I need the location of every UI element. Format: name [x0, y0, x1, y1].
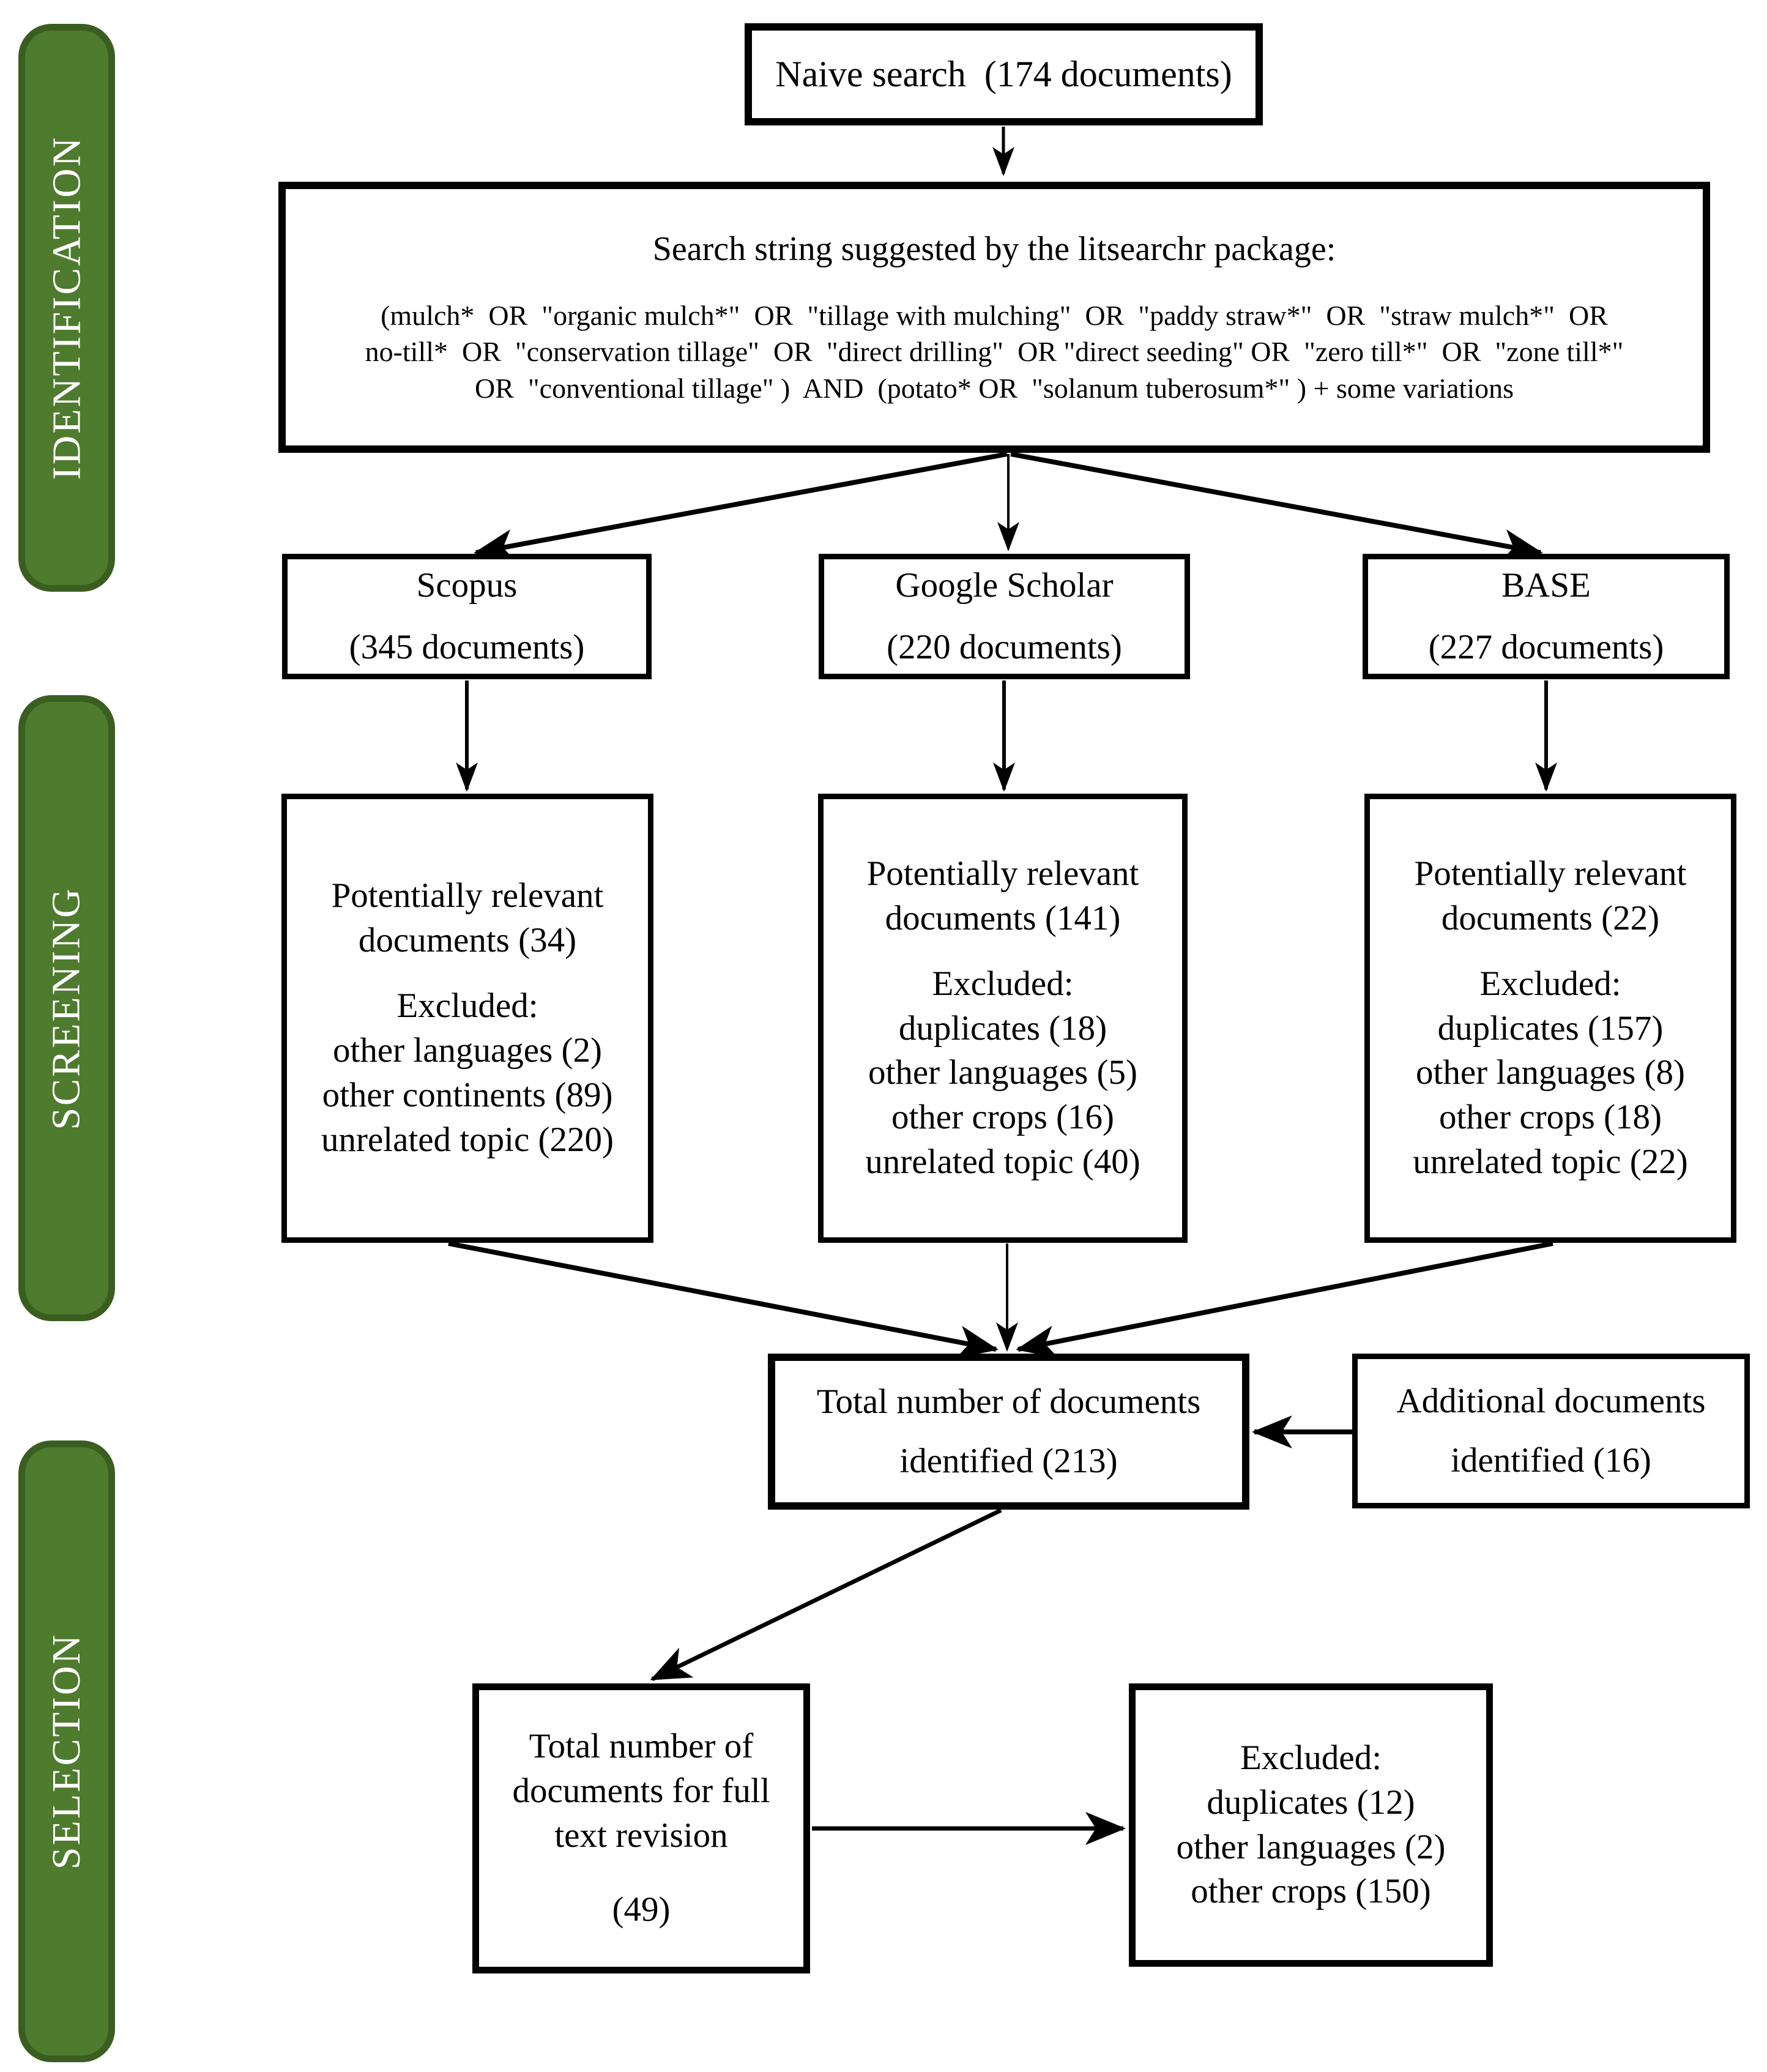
additional-documents-line: identified (16) [1451, 1440, 1651, 1480]
total-identified-line: Total number of documents [816, 1382, 1201, 1421]
excluded-item: other languages (2) [1176, 1827, 1446, 1866]
screening-box-base: Potentially relevant documents (22) Excl… [1364, 794, 1736, 1243]
arrow-base-screen-to-total [1016, 1241, 1553, 1358]
search-query-line: OR "conventional tillage" ) AND (potato*… [474, 373, 1514, 404]
screening-head: Potentially relevant [866, 854, 1139, 893]
screening-box-scopus: Potentially relevant documents (34) Excl… [281, 794, 653, 1243]
excluded-label: Excluded: [1240, 1738, 1382, 1777]
excluded-item: other crops (18) [1438, 1098, 1662, 1137]
excluded-label: Excluded: [396, 986, 538, 1026]
total-identified-box: Total number of documents identified (21… [768, 1354, 1249, 1510]
excluded-label: Excluded: [932, 964, 1074, 1003]
arrow-search-to-scopus [474, 452, 1008, 562]
screening-box-google-scholar: Potentially relevant documents (141) Exc… [818, 794, 1188, 1243]
excluded-item: other crops (16) [891, 1098, 1115, 1137]
stage-label-identification: IDENTIFICATION [44, 135, 89, 480]
excluded-item: unrelated topic (22) [1413, 1142, 1688, 1182]
arrow-search-to-base [1010, 452, 1543, 562]
search-query-line: no-till* OR "conservation tillage" OR "d… [365, 336, 1624, 368]
database-name: Scopus [416, 565, 518, 605]
excluded-item: duplicates (12) [1207, 1783, 1415, 1822]
full-text-revision-line: Total number of [529, 1727, 754, 1766]
arrow-total-to-revision [650, 1508, 1002, 1682]
full-text-revision-line: documents for full [512, 1772, 770, 1811]
database-count: (345 documents) [349, 627, 585, 666]
excluded-item: other languages (5) [868, 1053, 1137, 1092]
excluded-item: other languages (8) [1416, 1053, 1685, 1092]
excluded-item: unrelated topic (40) [865, 1142, 1140, 1182]
screening-head: documents (22) [1441, 898, 1660, 937]
stage-bar-screening: SCREENING [18, 695, 115, 1321]
database-count: (220 documents) [887, 627, 1122, 666]
additional-documents-line: Additional documents [1396, 1381, 1706, 1420]
screening-head: Potentially relevant [331, 876, 604, 915]
search-string-box: Search string suggested by the litsearch… [278, 182, 1710, 453]
excluded-item: other continents (89) [322, 1075, 613, 1114]
search-query-line: (mulch* OR "organic mulch*" OR "tillage … [381, 299, 1608, 331]
excluded-item: duplicates (18) [898, 1008, 1107, 1048]
database-count: (227 documents) [1428, 627, 1664, 666]
full-text-revision-box: Total number of documents for full text … [472, 1683, 810, 1973]
database-name: BASE [1501, 565, 1591, 605]
excluded-item: other languages (2) [333, 1031, 602, 1070]
database-box-base: BASE (227 documents) [1363, 554, 1730, 679]
naive-search-box: Naive search (174 documents) [745, 23, 1263, 125]
screening-head: Potentially relevant [1414, 854, 1687, 893]
excluded-item: other crops (150) [1191, 1872, 1431, 1911]
final-excluded-box: Excluded: duplicates (12) other language… [1129, 1683, 1493, 1967]
excluded-item: duplicates (157) [1437, 1008, 1664, 1048]
search-string-title: Search string suggested by the litsearch… [652, 229, 1336, 268]
naive-search-text: Naive search (174 documents) [775, 54, 1232, 95]
screening-head: documents (34) [358, 921, 577, 960]
stage-label-screening: SCREENING [44, 886, 89, 1130]
database-box-google-scholar: Google Scholar (220 documents) [819, 554, 1190, 679]
screening-head: documents (141) [885, 898, 1121, 937]
full-text-revision-count: (49) [612, 1890, 671, 1929]
stage-bar-identification: IDENTIFICATION [18, 24, 115, 592]
stage-label-selection: SELECTION [44, 1633, 89, 1870]
stage-bar-selection: SELECTION [18, 1440, 115, 2062]
full-text-revision-line: text revision [554, 1816, 728, 1855]
database-box-scopus: Scopus (345 documents) [282, 554, 652, 679]
total-identified-line: identified (213) [899, 1441, 1118, 1480]
excluded-item: unrelated topic (220) [321, 1120, 614, 1159]
additional-documents-box: Additional documents identified (16) [1352, 1354, 1750, 1508]
database-name: Google Scholar [895, 565, 1114, 605]
excluded-label: Excluded: [1479, 964, 1621, 1003]
arrow-scopus-screen-to-total [448, 1241, 999, 1358]
